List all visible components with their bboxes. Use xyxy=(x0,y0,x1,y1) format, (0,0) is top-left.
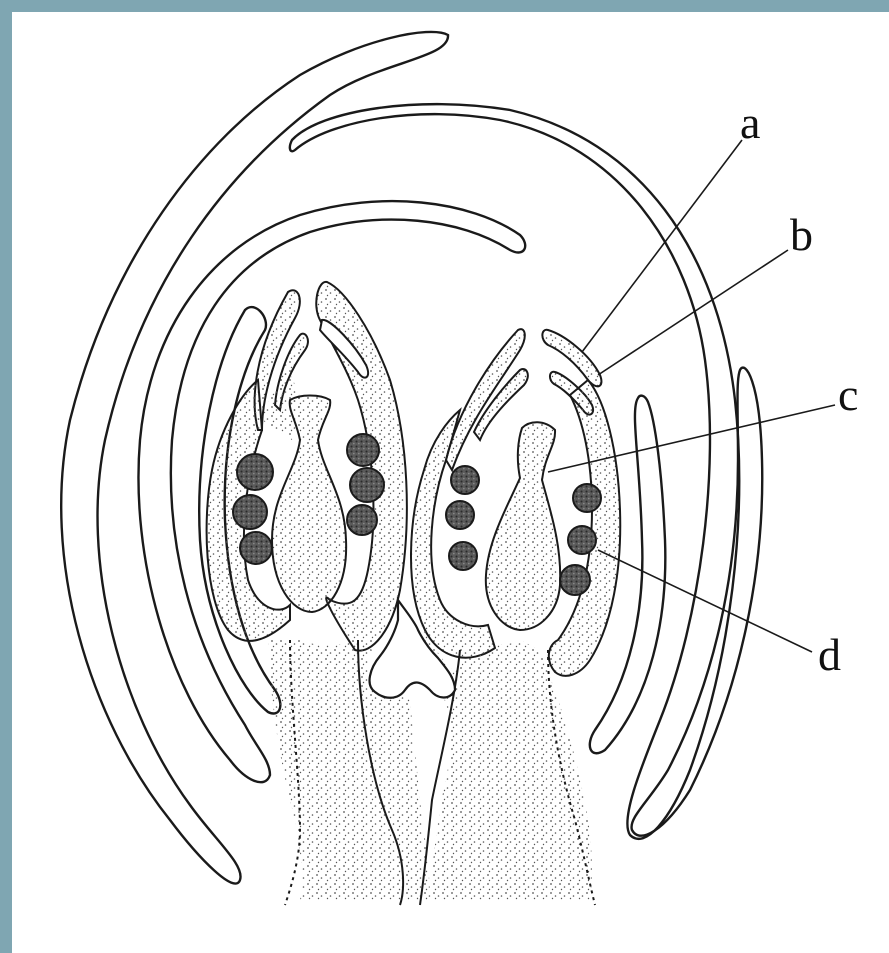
label-d: d xyxy=(818,632,841,678)
label-b: b xyxy=(790,212,813,258)
right-style xyxy=(486,422,560,630)
leader-line-b xyxy=(598,250,788,375)
label-a: a xyxy=(740,100,760,146)
label-c: c xyxy=(838,372,858,418)
leader-line-d xyxy=(598,550,812,652)
